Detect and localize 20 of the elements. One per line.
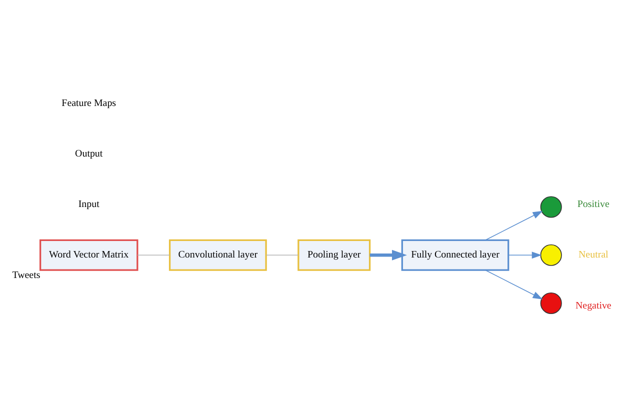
label: Feature Maps <box>62 98 116 109</box>
node-box: Convolutional layer <box>168 239 267 271</box>
node-label: Tweets <box>12 270 40 282</box>
arrow <box>484 210 543 241</box>
label: Output <box>75 148 103 160</box>
node-box: Pooling layer <box>298 239 371 271</box>
node-label: Neutral <box>578 250 608 261</box>
node-circle <box>540 292 562 314</box>
arrow <box>370 250 407 260</box>
node-circle <box>540 196 562 218</box>
arrow <box>508 252 542 259</box>
connector <box>266 254 299 256</box>
node-label: Positive <box>577 199 610 210</box>
node-label: Negative <box>575 300 612 312</box>
arrow <box>484 270 543 300</box>
label: Input <box>78 199 100 210</box>
node-box: Word Vector Matrix <box>39 239 138 271</box>
node-box: Fully Connected layer <box>401 239 510 271</box>
node-circle <box>540 244 562 266</box>
connector <box>137 254 170 256</box>
